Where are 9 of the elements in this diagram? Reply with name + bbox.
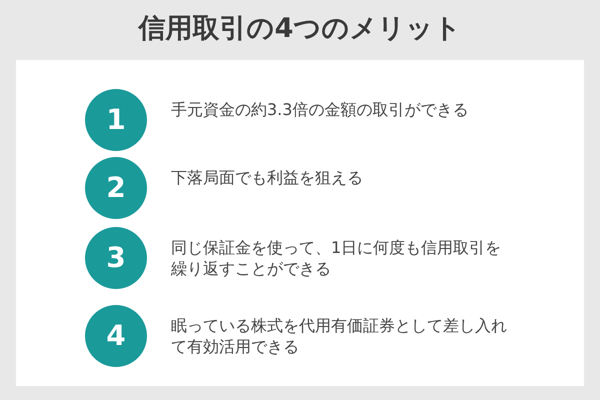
description-text: 手元資金の約3.3倍の金額の取引ができる <box>171 99 470 120</box>
step-number-circle: 3 <box>85 227 147 289</box>
description-text: 同じ保証金を使って、1日に何度も信用取引を繰り返すことができる <box>171 237 502 279</box>
description-text: 下落局面でも利益を狙える <box>171 167 364 188</box>
step-number-circle: 1 <box>85 89 147 151</box>
description-text: 眠っている株式を代用有価証券として差し入れて有効活用できる <box>171 315 508 357</box>
step-number-circle: 2 <box>85 157 147 219</box>
title: 信用取引の4つのメリット <box>136 12 462 46</box>
step-number-circle: 4 <box>85 305 147 367</box>
